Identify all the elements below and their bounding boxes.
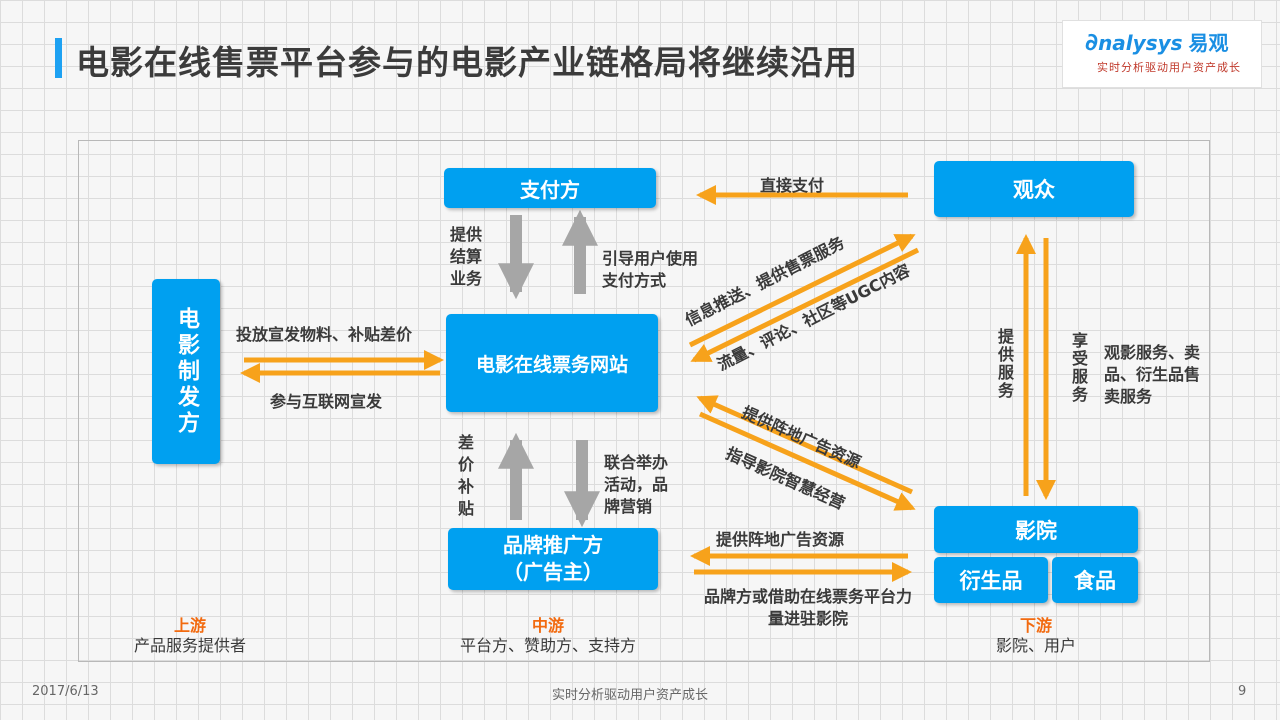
label-internet-promo: 参与互联网宣发	[270, 392, 383, 411]
arrow-info-push	[688, 233, 916, 348]
label-direct-pay: 直接支付	[760, 176, 825, 195]
node-audience: 观众	[934, 161, 1134, 217]
stage-midstream-desc: 平台方、赞助方、支持方	[459, 636, 636, 655]
arrow-traffic-ugc	[690, 247, 920, 363]
stage-upstream-name: 上游	[173, 616, 206, 635]
label-guide-pay: 引导用户使用支付方式	[602, 249, 699, 290]
logo-brand-cn: 易观	[1188, 31, 1229, 55]
title-accent-bar	[55, 38, 62, 78]
node-derivatives: 衍生品	[934, 557, 1048, 603]
node-cinema: 影院	[934, 506, 1138, 553]
stage-downstream-name: 下游	[1019, 616, 1052, 635]
label-joint-events: 联合举办活动，品牌营销	[604, 453, 669, 516]
stage-midstream-name: 中游	[531, 616, 564, 635]
label-enjoy-service: 享受服务	[1069, 332, 1088, 404]
label-settlement: 提供结算业务	[450, 225, 483, 288]
stage-downstream-desc: 影院、用户	[995, 636, 1076, 655]
logo-o-glyph: ∂	[1085, 28, 1099, 56]
node-brand-line2: （广告主）	[503, 560, 603, 584]
footer-slogan: 实时分析驱动用户资产成长	[552, 688, 709, 703]
logo-brand-text: nalysys	[1098, 31, 1183, 55]
arrow-ad-resource-1	[696, 395, 914, 495]
label-ad-resource-2: 提供阵地广告资源	[716, 530, 845, 549]
arrow-smart-ops	[698, 411, 916, 511]
node-platform: 电影在线票务网站	[446, 314, 658, 412]
logo-tagline: 实时分析驱动用户资产成长	[1097, 61, 1241, 74]
footer-date: 2017/6/13	[32, 684, 99, 699]
label-price-subsidy: 差价补贴	[458, 433, 475, 518]
label-release-materials: 投放宣发物料、补贴差价	[236, 325, 413, 344]
label-provide-service: 提供服务	[995, 328, 1014, 400]
footer-page-number: 9	[1238, 684, 1247, 699]
node-distributor: 电影制发方	[152, 279, 220, 464]
stage-upstream-desc: 产品服务提供者	[133, 636, 246, 655]
node-payment: 支付方	[444, 168, 656, 208]
label-brand-enter: 品牌方或借助在线票务平台力量进驻影院	[703, 587, 912, 628]
node-brand: 品牌推广方 （广告主）	[448, 528, 658, 590]
page-title: 电影在线售票平台参与的电影产业链格局将继续沿用	[76, 43, 858, 82]
diagram-frame	[78, 140, 1210, 662]
label-cinema-services: 观影服务、卖品、衍生品售卖服务	[1104, 343, 1201, 406]
node-brand-line1: 品牌推广方	[503, 533, 603, 557]
node-food: 食品	[1052, 557, 1138, 603]
